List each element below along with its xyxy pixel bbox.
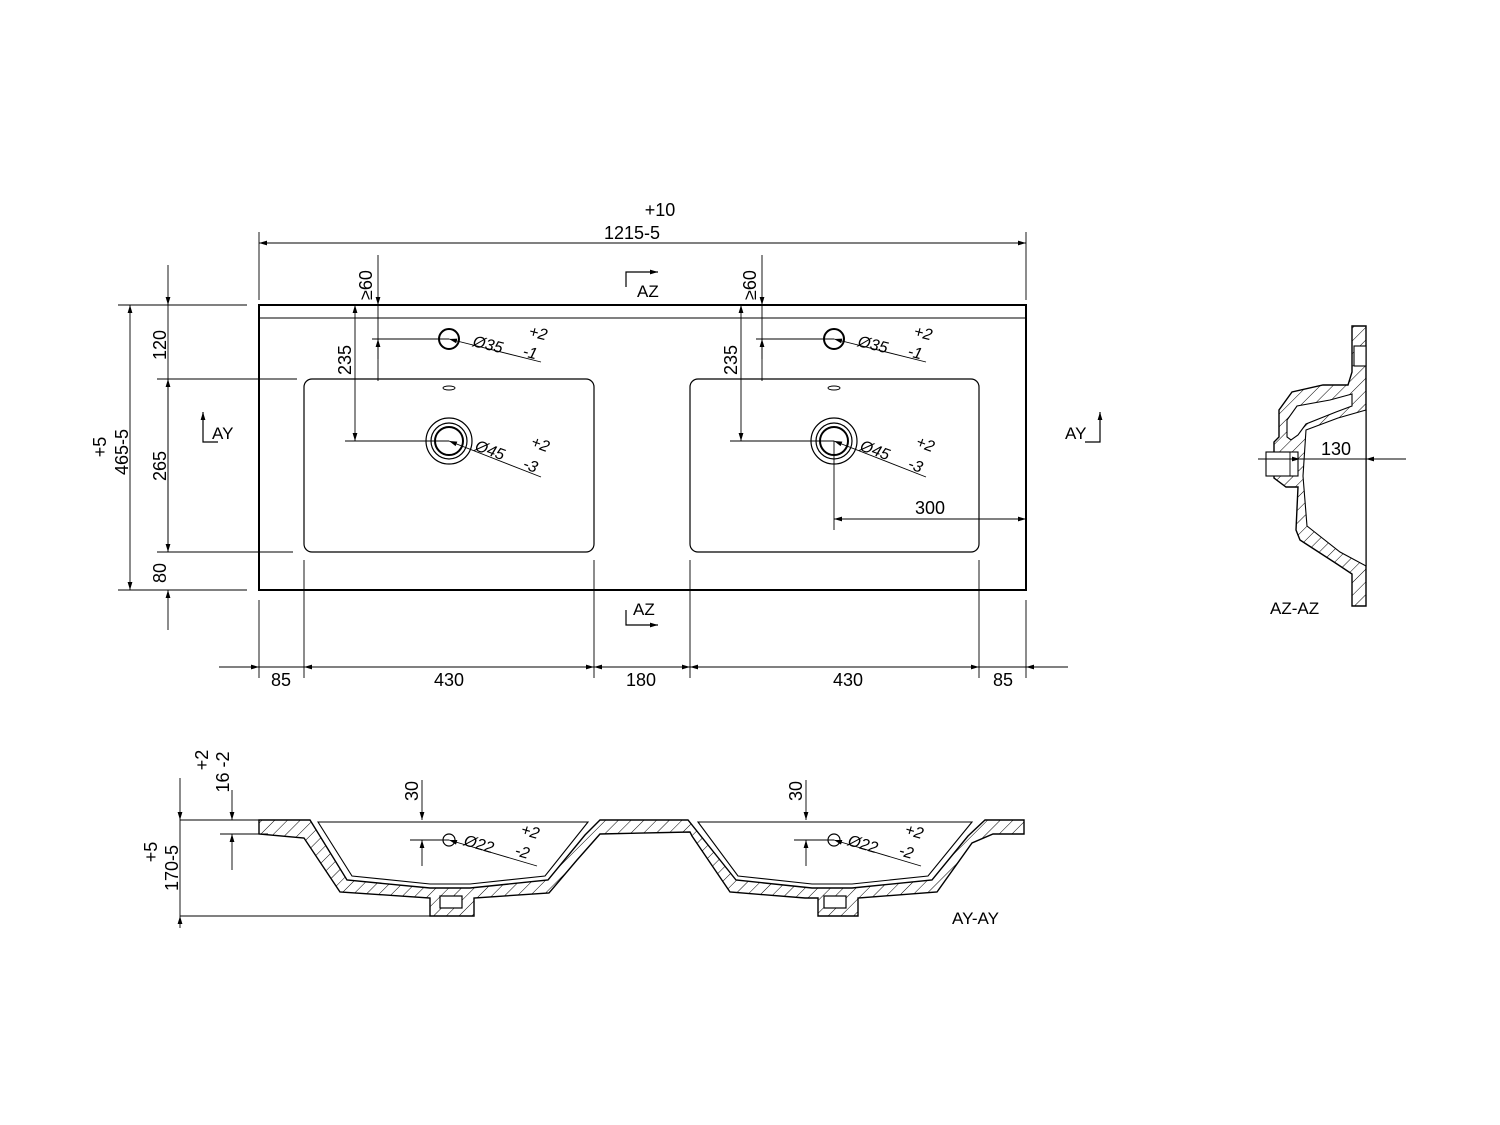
- section-ay-marker-right: [1085, 412, 1103, 443]
- cross-section-drain: [1265, 451, 1299, 477]
- tap-tol-plus-left: +2: [527, 323, 549, 344]
- overflow-slot-right: [827, 385, 841, 391]
- width-segment-1: 85: [271, 670, 291, 690]
- cross-depth-value: 130: [1321, 439, 1351, 459]
- depth-tol: +5: [90, 437, 110, 458]
- section-ay-marker-left: [200, 412, 218, 443]
- drain-tol-plus-right: +2: [914, 434, 937, 456]
- section-ay-label-right: AY: [1065, 424, 1086, 443]
- depth-segment-3: 80: [150, 563, 170, 583]
- cross-section-label: AZ-AZ: [1270, 599, 1319, 618]
- basin-left: [303, 378, 595, 553]
- height-tol: +5: [141, 842, 161, 863]
- drain-to-edge-value: 300: [915, 498, 945, 518]
- rim-tol: +2: [192, 750, 212, 771]
- basin-right: [689, 378, 980, 553]
- width-segment-4: 430: [833, 670, 863, 690]
- side-section: +5 170-5 +2 16 -2 30 30 Ø22 +2 -2 Ø22 +2…: [141, 750, 1025, 928]
- width-segment-5: 85: [993, 670, 1013, 690]
- height-value: 170-5: [162, 845, 182, 891]
- drain-dia-right: Ø45: [857, 437, 892, 464]
- countertop-outline: [258, 304, 1027, 591]
- overflow-slot-left: [442, 385, 456, 391]
- center-offset-right: 235: [721, 345, 741, 375]
- overflow-tol-minus-right: -2: [897, 843, 915, 863]
- overflow-offset-left: 30: [402, 781, 422, 801]
- overflow-offset-right: 30: [786, 781, 806, 801]
- rim-value: 16 -2: [213, 751, 233, 792]
- section-ay-label-left: AY: [212, 424, 233, 443]
- width-segment-3: 180: [626, 670, 656, 690]
- section-az-marker-top: [625, 269, 658, 287]
- section-az-label-bottom: AZ: [633, 600, 655, 619]
- section-az-label-top: AZ: [637, 282, 659, 301]
- tap-tol-minus-left: -1: [521, 343, 539, 363]
- drain-tol-minus-right: -3: [906, 456, 925, 477]
- drain-outlet-right: [823, 895, 847, 909]
- min-edge-right: ≥60: [740, 270, 760, 300]
- tap-tol-minus-right: -1: [906, 343, 924, 363]
- overall-width-tol: +10: [645, 200, 676, 220]
- tap-dia-left: Ø35: [470, 333, 505, 357]
- depth-value: 465-5: [112, 429, 132, 475]
- tap-tol-plus-right: +2: [912, 323, 934, 344]
- section-az-marker-bottom: [625, 610, 658, 628]
- cross-section: 130 AZ-AZ: [1258, 325, 1406, 618]
- overflow-tol-minus-left: -2: [513, 843, 531, 863]
- overall-width-value: 1215-5: [604, 223, 660, 243]
- tap-dia-right: Ø35: [855, 333, 890, 357]
- cross-section-tap-hole: [1353, 345, 1367, 367]
- depth-segment-2: 265: [150, 451, 170, 481]
- side-section-label: AY-AY: [952, 909, 999, 928]
- top-view: +10 1215-5 AZ AZ AY AY ≥60 ≥60 235 235: [90, 200, 1103, 690]
- drain-dia-left: Ø45: [472, 437, 507, 464]
- drain-tol-minus-left: -3: [521, 456, 540, 477]
- drain-tol-plus-left: +2: [529, 434, 552, 456]
- depth-segment-1: 120: [150, 330, 170, 360]
- overflow-tol-plus-right: +2: [903, 822, 925, 843]
- basin-section-profile: [258, 819, 1025, 917]
- drain-outlet-left: [439, 895, 463, 909]
- center-offset-left: 235: [335, 345, 355, 375]
- overflow-tol-plus-left: +2: [519, 822, 541, 843]
- width-segment-2: 430: [434, 670, 464, 690]
- min-edge-left: ≥60: [356, 270, 376, 300]
